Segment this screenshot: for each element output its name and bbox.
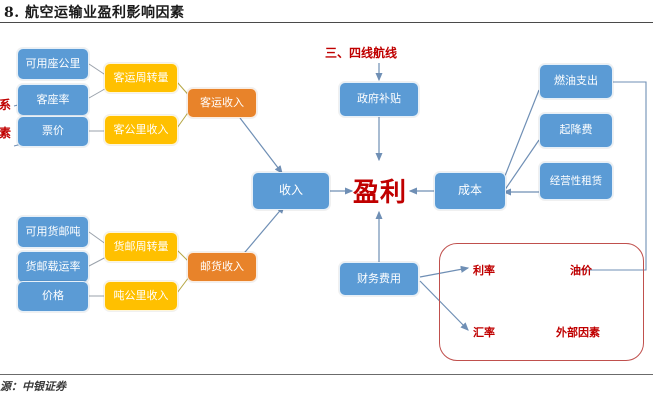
node-profit: 盈利 [353, 178, 408, 208]
node-available-seat-km[interactable]: 可用座公里 [17, 48, 89, 80]
node-fuel-expense[interactable]: 燃油支出 [539, 64, 613, 99]
label-external-factors: 外部因素 [556, 326, 600, 339]
node-operating-lease[interactable]: 经营性租赁 [539, 162, 613, 200]
node-cost[interactable]: 成本 [434, 172, 506, 210]
node-finance-expense[interactable]: 财务费用 [339, 262, 419, 296]
wire-prev-to-revenue [239, 117, 283, 174]
node-revenue[interactable]: 收入 [252, 172, 330, 210]
footer-divider [0, 374, 653, 375]
page-title: 8. 航空运输业盈利影响因素 [4, 5, 185, 21]
node-ticket-price[interactable]: 票价 [17, 116, 89, 147]
node-passenger-km-revenue[interactable]: 客公里收入 [104, 115, 178, 145]
node-passenger-revenue[interactable]: 客运收入 [187, 88, 257, 118]
wire-oilprice-to-fuel [574, 81, 647, 271]
wire-finance-to-rate [419, 265, 470, 278]
node-ton-km-revenue[interactable]: 吨公里收入 [104, 281, 178, 311]
node-landing-fee[interactable]: 起降费 [539, 113, 613, 148]
node-cargo-revenue[interactable]: 邮货收入 [187, 252, 257, 282]
title-divider [0, 22, 653, 23]
node-cargo-load-factor[interactable]: 货邮载运率 [17, 251, 89, 283]
node-cargo-turnover[interactable]: 货邮周转量 [104, 232, 178, 262]
node-cargo-price[interactable]: 价格 [17, 281, 89, 312]
node-available-cargo-ton[interactable]: 可用货邮吨 [17, 216, 89, 248]
label-exchange-rate: 汇率 [473, 326, 495, 339]
label-oil-price: 油价 [570, 264, 592, 277]
edge-label-factor: 素 [0, 126, 12, 140]
node-load-factor[interactable]: 客座率 [17, 84, 89, 116]
wire-crev-to-revenue [239, 205, 285, 259]
edge-label-relation: 系 [0, 98, 12, 112]
source-note: 源：中银证券 [0, 380, 66, 393]
wire-finance-to-fx [419, 280, 469, 331]
label-interest-rate: 利率 [473, 264, 495, 277]
external-factors-frame [439, 243, 644, 361]
wire-landing-to-cost [499, 139, 540, 198]
node-passenger-turnover[interactable]: 客运周转量 [104, 63, 178, 93]
label-tier-routes: 三、四线航线 [325, 46, 398, 60]
node-government-subsidy[interactable]: 政府补贴 [339, 82, 419, 117]
